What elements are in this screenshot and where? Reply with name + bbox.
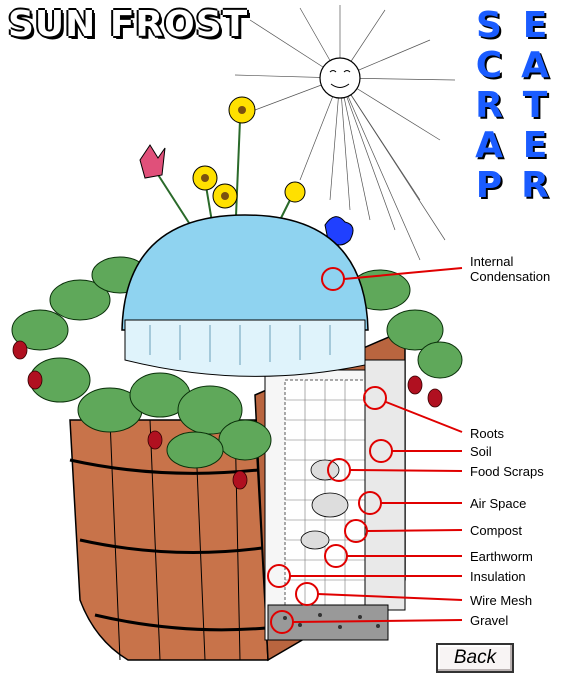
- internal-condensation-label: Internal Condensation: [470, 254, 550, 284]
- food-scraps-label: Food Scraps: [470, 464, 544, 479]
- condensation-dome: [121, 214, 369, 377]
- roots-callout: [363, 386, 387, 410]
- scrap-letter: A: [475, 125, 503, 166]
- earthworm-label: Earthworm: [470, 549, 533, 564]
- eater-letter: E: [522, 125, 548, 166]
- air-space-label: Air Space: [470, 496, 527, 511]
- scrap-letter: S: [476, 5, 502, 46]
- roots-label: Roots: [470, 426, 504, 441]
- sun-face-icon: [319, 57, 361, 99]
- wire-mesh-label: Wire Mesh: [470, 593, 533, 608]
- strawberry-plants: [11, 256, 463, 469]
- strawberries: [12, 340, 443, 490]
- insulation-label: Insulation: [470, 569, 526, 584]
- soil-label: Soil: [470, 444, 492, 459]
- eater-letter: R: [521, 165, 549, 206]
- gravel-label: Gravel: [470, 613, 509, 628]
- scrap-letter: P: [475, 165, 503, 206]
- internal-condensation-line1: Internal: [470, 254, 514, 269]
- eater-letter: A: [521, 45, 549, 86]
- scrap-letter: C: [475, 45, 503, 86]
- back-button[interactable]: Back: [436, 643, 514, 673]
- eater-letter: T: [522, 85, 548, 126]
- sun-rays: [234, 5, 456, 261]
- internal-condensation-line2: Condensation: [470, 269, 551, 284]
- sun-frost-title: SUN FROST: [8, 4, 249, 45]
- eater-letter: E: [522, 5, 548, 46]
- interior-cutaway: [264, 359, 406, 641]
- scrap-vertical-word: S C R A P: [474, 6, 504, 206]
- scrap-letter: R: [475, 85, 503, 126]
- eater-vertical-word: E A T E R: [520, 6, 550, 206]
- compost-label: Compost: [470, 523, 523, 538]
- callouts: [267, 267, 463, 634]
